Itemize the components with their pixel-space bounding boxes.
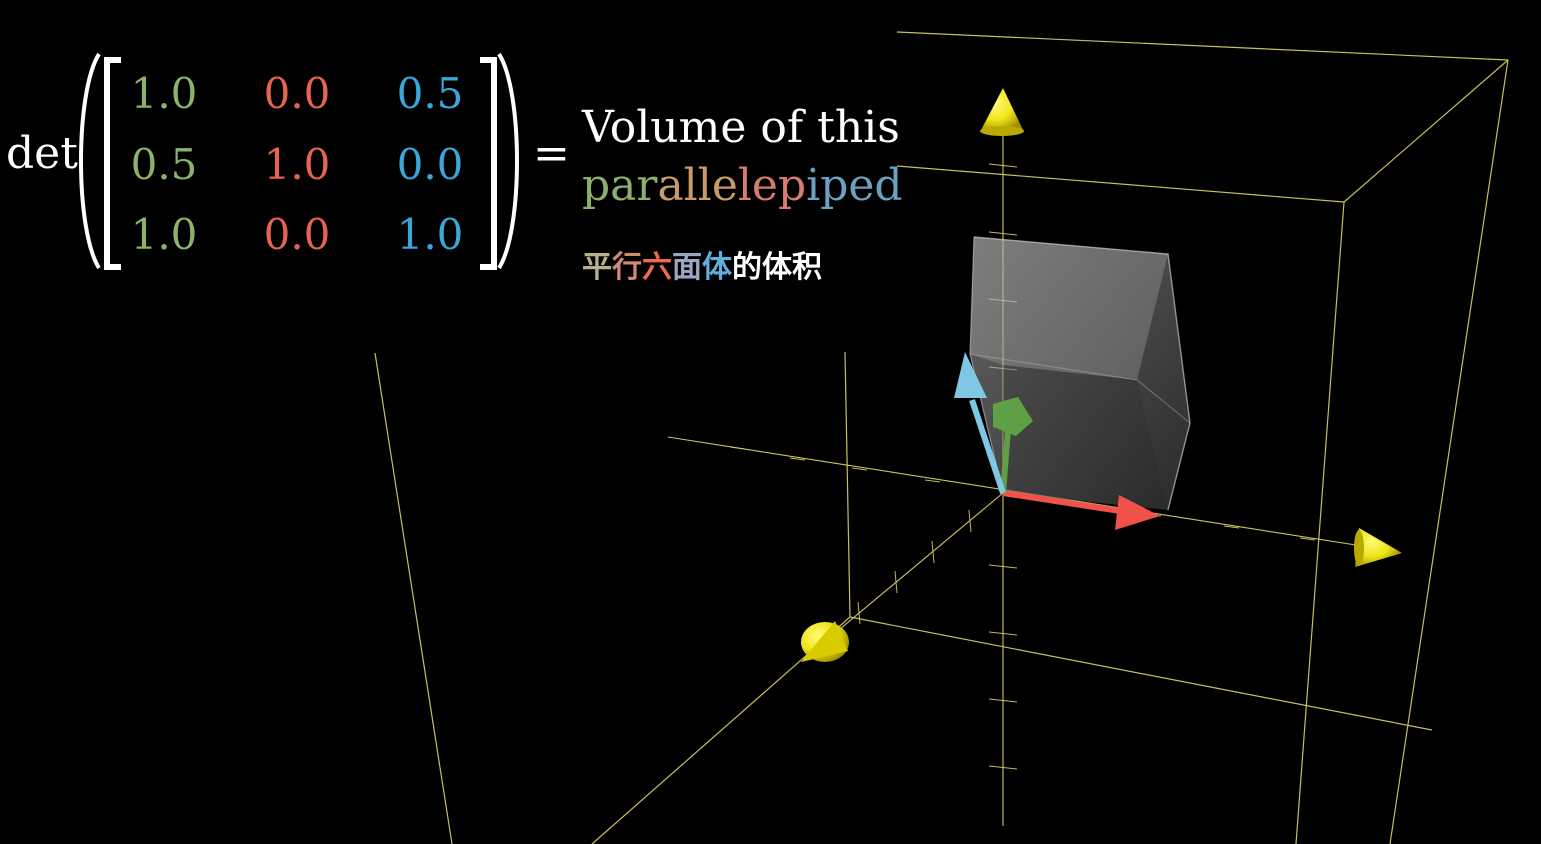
matrix-cell-r3c2: 0.0: [263, 210, 331, 259]
matrix-cell-r1c1: 1.0: [130, 69, 198, 118]
bounding-box: [374, 31, 1509, 844]
matrix-cell-r1c2: 0.0: [263, 69, 331, 118]
matrix-cell-r1c3: 0.5: [396, 69, 464, 118]
caption-parallelepiped-part-1: par: [582, 160, 658, 211]
left-paren: [79, 52, 101, 270]
axis-arrowheads: [801, 88, 1402, 662]
parallelepiped: [969, 236, 1191, 511]
chinese-caption-part-1: 平: [582, 250, 612, 285]
chinese-caption-part-3: 六: [642, 250, 672, 285]
chinese-caption-part-5: 体: [702, 250, 732, 285]
caption-parallelepiped-part-2: alle: [657, 160, 738, 211]
chinese-caption-part-4: 面: [672, 250, 702, 285]
matrix-cell-r2c3: 0.0: [396, 140, 464, 189]
chinese-caption-part-2: 行: [612, 250, 642, 285]
right-bracket: [480, 57, 497, 270]
chinese-caption-part-6: 的体积: [732, 250, 822, 285]
chinese-caption: 平行六面体的体积: [582, 253, 822, 283]
caption-parallelepiped-part-4: iped: [806, 160, 903, 211]
equals-sign: =: [533, 128, 570, 179]
matrix-cell-r3c1: 1.0: [130, 210, 198, 259]
left-bracket: [104, 57, 121, 270]
right-paren: [497, 52, 519, 270]
caption-parallelepiped: parallelepiped: [582, 164, 903, 208]
det-label: det: [6, 128, 78, 179]
matrix-cell-r2c1: 0.5: [130, 140, 198, 189]
caption-parallelepiped-part-3: lep: [737, 160, 807, 211]
matrix-cell-r3c3: 1.0: [396, 210, 464, 259]
caption-volume: Volume of this: [582, 102, 900, 153]
matrix-cell-r2c2: 1.0: [263, 140, 331, 189]
basis-vectors: [954, 352, 1160, 530]
